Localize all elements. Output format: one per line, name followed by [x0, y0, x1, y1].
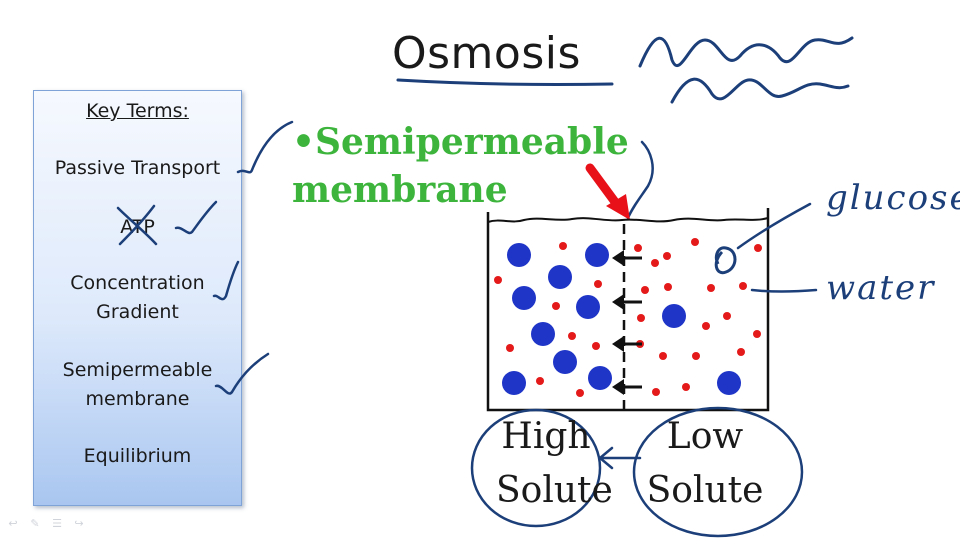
key-term-concentration: Concentration [70, 272, 205, 294]
low-label-line1: Low [666, 416, 744, 457]
key-term-semipermeable: Semipermeable [62, 359, 213, 381]
high-label-line1: High [501, 416, 591, 457]
cross-atp-2 [118, 204, 156, 246]
handwritten-glucose: glucose [826, 178, 960, 218]
water-squiggle-bottom [670, 77, 850, 104]
membrane-pointer-line [626, 140, 654, 220]
menu-icon[interactable]: ☰ [52, 517, 62, 530]
low-solute-label: Low Solute [640, 410, 770, 518]
key-term-membrane: membrane [85, 388, 190, 410]
solute-particles-right [662, 304, 741, 395]
glucose-circle-annotation [714, 246, 737, 275]
handwritten-water: water [826, 268, 936, 308]
page-title: Osmosis [392, 28, 581, 79]
pen-icon[interactable]: ✎ [30, 517, 40, 530]
check-passive-transport [236, 120, 294, 174]
red-arrow-icon [585, 163, 630, 220]
membrane-arrows [612, 250, 642, 395]
high-label-line2: Solute [496, 470, 613, 511]
title-underline [396, 78, 614, 86]
water-pointer-line [750, 288, 818, 293]
key-term-gradient: Gradient [96, 301, 179, 323]
semipermeable-label-line2: membrane [292, 169, 508, 211]
water-particles-left [494, 242, 602, 397]
glucose-pointer-line [736, 202, 812, 250]
key-term-equilibrium: Equilibrium [83, 445, 192, 467]
high-solute-circle [470, 408, 602, 528]
key-term-passive-transport: Passive Transport [54, 157, 221, 179]
water-particles-right [634, 238, 762, 396]
check-atp [174, 200, 218, 235]
water-surface [487, 217, 769, 223]
presentation-toolbar: ↩ ✎ ☰ ↪ [6, 518, 86, 530]
undo-icon[interactable]: ↩ [8, 517, 18, 530]
low-to-high-arrow [598, 446, 642, 470]
key-terms-heading: Key Terms: [86, 100, 189, 122]
water-squiggle-top [638, 36, 854, 68]
solute-particles-left [502, 243, 612, 395]
check-semipermeable-membrane [214, 352, 270, 395]
low-solute-circle [632, 406, 804, 538]
check-concentration-gradient [212, 260, 240, 301]
beaker-outline [486, 208, 770, 412]
high-solute-label: High Solute [496, 410, 613, 518]
semipermeable-label-line1: •Semipermeable [292, 121, 629, 163]
low-label-line2: Solute [646, 470, 764, 511]
semipermeable-membrane-label: •Semipermeable membrane [292, 118, 629, 214]
key-terms-panel: Key Terms: Passive Transport ATP Concent… [33, 90, 242, 506]
redo-icon[interactable]: ↪ [74, 517, 84, 530]
